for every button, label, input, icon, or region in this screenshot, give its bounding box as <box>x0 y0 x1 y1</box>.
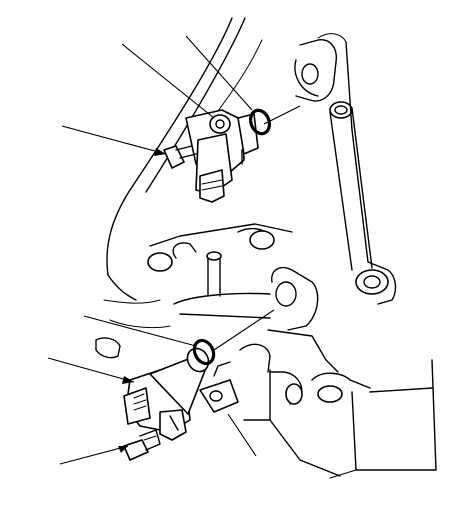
callout-line-7 <box>227 413 257 457</box>
callout-leaders <box>47 35 301 465</box>
callout-line-3 <box>61 125 167 155</box>
callout-line-1 <box>121 43 215 119</box>
callout-line-4 <box>83 315 197 347</box>
callout-line-lower-ring <box>213 309 275 351</box>
upper-sensor-assembly <box>163 109 259 203</box>
callout-arrow-5 <box>122 376 134 384</box>
callout-arrow-6 <box>118 446 128 453</box>
callout-arrow-3 <box>154 148 166 156</box>
lower-sensor-assembly <box>123 347 239 461</box>
callout-line-upper-ring <box>263 105 301 125</box>
callout-line-2 <box>185 35 253 111</box>
callout-line-6 <box>59 445 129 465</box>
callout-line-5 <box>47 357 135 383</box>
upper-o-ring <box>248 108 272 136</box>
engine-housing <box>95 17 437 479</box>
lower-o-ring <box>192 338 216 366</box>
